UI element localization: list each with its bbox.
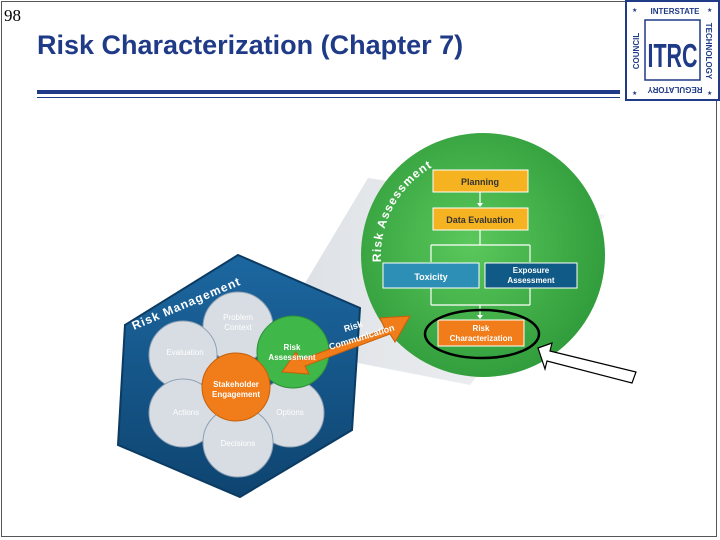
risk-characterization-label-line2: Characterization xyxy=(450,334,513,343)
decisions-label: Decisions xyxy=(221,439,256,448)
data-evaluation-label: Data Evaluation xyxy=(446,215,514,225)
exposure-assessment-label-line1: Exposure xyxy=(513,266,550,275)
title-rule-thick xyxy=(37,90,620,94)
risk-assessment-node-label-line2: Assessment xyxy=(268,353,315,362)
logo-technology-text: TECHNOLOGY xyxy=(704,23,713,80)
logo-inner-box xyxy=(644,19,701,81)
planning-label: Planning xyxy=(461,177,499,187)
slide-number: 98 xyxy=(4,6,21,25)
flow-arrowhead xyxy=(477,203,483,207)
callout-arrow xyxy=(537,342,637,384)
risk-communication-arrow xyxy=(281,315,411,375)
exposure-assessment-label-line2: Assessment xyxy=(507,276,554,285)
logo-star-icon: ★ xyxy=(707,7,712,14)
title-rule-thin xyxy=(37,97,620,98)
logo-interstate-text: INTERSTATE xyxy=(650,7,700,16)
logo-council-text: COUNCIL xyxy=(632,33,641,70)
toxicity-label: Toxicity xyxy=(414,272,447,282)
logo-star-icon: ★ xyxy=(632,90,637,97)
actions-label: Actions xyxy=(173,408,199,417)
evaluation-label: Evaluation xyxy=(166,348,203,357)
options-label: Options xyxy=(276,408,304,417)
slide-title: Risk Characterization (Chapter 7) xyxy=(37,30,464,60)
exposure-assessment-box xyxy=(484,262,578,289)
risk-assessment-circle xyxy=(361,133,605,377)
itrc-logo: INTERSTATE REGULATORY COUNCIL TECHNOLOGY… xyxy=(625,0,720,101)
toxicity-box xyxy=(382,262,480,289)
logo-star-icon: ★ xyxy=(632,7,637,14)
risk-assessment-node-label-line1: Risk xyxy=(284,343,301,352)
logo-star-icon: ★ xyxy=(707,90,712,97)
stakeholder-engagement-center xyxy=(201,352,271,422)
problem-context-label-line2: Context xyxy=(224,323,252,332)
risk-characterization-label-line1: Risk xyxy=(473,324,490,333)
stakeholder-label-line2: Engagement xyxy=(212,390,260,399)
logo-itrc-letters: ITRC xyxy=(648,37,698,74)
highlight-ellipse xyxy=(423,308,541,360)
risk-characterization-box xyxy=(437,319,525,347)
flow-arrowhead xyxy=(477,315,483,319)
logo-regulatory-text: REGULATORY xyxy=(647,85,703,94)
problem-context-label-line1: Problem xyxy=(223,313,253,322)
stakeholder-label-line1: Stakeholder xyxy=(213,380,259,389)
